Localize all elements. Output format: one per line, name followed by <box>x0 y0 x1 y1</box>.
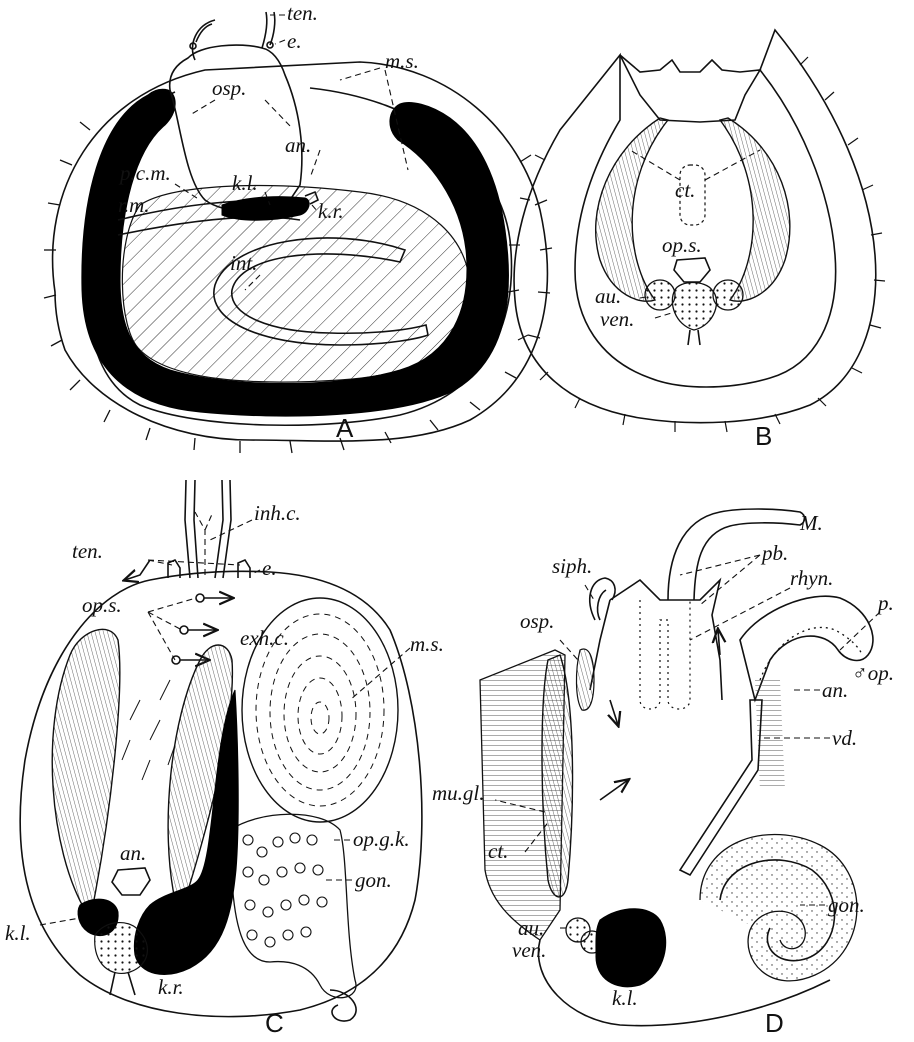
panel-b-ventricle <box>672 283 716 331</box>
panel-a-label-osp: osp. <box>212 76 246 100</box>
panel-d-letter: D <box>765 1008 784 1038</box>
panel-a-leader-osp <box>190 100 292 128</box>
panel-d-head <box>590 580 722 700</box>
panel-d-arrow-diag <box>600 780 628 800</box>
panel-c-label-inhc: inh.c. <box>254 501 301 525</box>
panel-d-label-au: au. <box>518 916 544 940</box>
panel-b-foot-outline <box>514 30 876 423</box>
panel-a-label-ms: m.s. <box>385 49 419 73</box>
panel-c-anal-cone <box>112 868 150 895</box>
panel-b: ct. op.s. au. ven. B <box>508 30 885 451</box>
panel-c-label-ops: op.s. <box>82 593 122 617</box>
panel-c-label-exhc: exh.c. <box>240 626 289 650</box>
panel-c-label-kr: k.r. <box>158 975 184 999</box>
panel-a-label-e: e. <box>287 29 302 53</box>
panel-b-anal-cone <box>674 258 710 282</box>
panel-b-leader-ven <box>655 312 675 318</box>
panel-a-label-pcm: p.c.m. <box>118 161 171 185</box>
panel-c-label-opgk: op.g.k. <box>353 827 410 851</box>
panel-a-label-rm: r.m. <box>118 193 150 217</box>
panel-a-label-kr: k.r. <box>318 199 344 223</box>
panel-b-auricle-left <box>645 280 675 310</box>
panel-d-label-vd: vd. <box>832 726 857 750</box>
panel-c-aortae <box>110 972 135 995</box>
panel-d-ctenidium <box>542 655 573 897</box>
panel-d-label-an: an. <box>822 678 848 702</box>
panel-c-ctenidium-left <box>52 629 120 910</box>
panel-a-letter: A <box>336 413 354 443</box>
panel-d-label-siph: siph. <box>552 554 592 578</box>
panel-d-label-pb: pb. <box>760 541 788 565</box>
panel-b-auricle-right <box>713 280 743 310</box>
panel-d-label-p: p. <box>876 591 894 615</box>
panel-d-label-gon: gon. <box>828 893 865 917</box>
panel-b-aorta <box>688 330 700 345</box>
panel-a-label-ten: ten. <box>287 1 318 25</box>
panel-b-letter: B <box>755 421 772 451</box>
panel-a-label-kl: k.l. <box>232 171 258 195</box>
panel-c-label-ten: ten. <box>72 539 103 563</box>
panel-d-label-mugl: mu.gl. <box>432 781 485 805</box>
panel-c-label-gon: gon. <box>355 868 392 892</box>
panel-d-label-kl: k.l. <box>612 986 638 1010</box>
panel-a-leader-an <box>310 150 320 178</box>
panel-d-rhynchodeum <box>640 600 690 709</box>
panel-d-label-M: M. <box>799 511 823 535</box>
panel-b-label-ops: op.s. <box>662 233 702 257</box>
panel-c: ten. inh.c. e. op.s. exh.c. m.s. an. op.… <box>5 480 444 1038</box>
panel-c-label-e: e. <box>262 556 277 580</box>
panel-c-leader-ops <box>148 598 196 660</box>
panel-a-leader-e <box>275 40 285 44</box>
panel-d-label-ven: ven. <box>512 938 546 962</box>
panel-a: ten. e. m.s. osp. p.c.m. an. k.l. k.r. r… <box>44 1 552 453</box>
panel-c-leader-kl <box>40 918 80 925</box>
panel-d-leader-p <box>840 612 880 650</box>
panel-a-label-an: an. <box>285 133 311 157</box>
panel-c-label-kl: k.l. <box>5 921 31 945</box>
panel-a-tentacle-left <box>192 20 215 60</box>
panel-b-label-ven: ven. <box>600 307 634 331</box>
panel-d-label-osp: osp. <box>520 609 554 633</box>
panel-c-gonad-follicles <box>243 833 327 947</box>
panel-c-leader-ten <box>148 560 240 565</box>
panel-c-inhalant-arrow <box>125 560 150 580</box>
panel-b-label-au: au. <box>595 284 621 308</box>
panel-c-letter: C <box>265 1008 284 1038</box>
panel-b-head <box>620 55 760 122</box>
panel-c-tentacle-right <box>238 560 250 578</box>
panel-d-label-rhyn: rhyn. <box>790 566 833 590</box>
panel-d-kidney-left <box>596 909 666 987</box>
panel-d-osphradium <box>576 649 594 710</box>
panel-a-label-int: int. <box>230 251 257 275</box>
panel-d-label-op: ♂op. <box>852 661 894 685</box>
panel-d-label-ct: ct. <box>488 839 508 863</box>
panel-b-label-ct: ct. <box>675 178 695 202</box>
panel-c-gonad <box>230 814 356 997</box>
panel-c-label-an: an. <box>120 841 146 865</box>
panel-c-small-arrows <box>122 680 175 780</box>
panel-b-ctenidium-right <box>720 118 790 301</box>
panel-d: M. pb. siph. rhyn. p. osp. ♂op. an. vd. … <box>432 509 894 1038</box>
panel-d-arrow-down <box>610 700 618 725</box>
panel-c-label-ms: m.s. <box>410 632 444 656</box>
